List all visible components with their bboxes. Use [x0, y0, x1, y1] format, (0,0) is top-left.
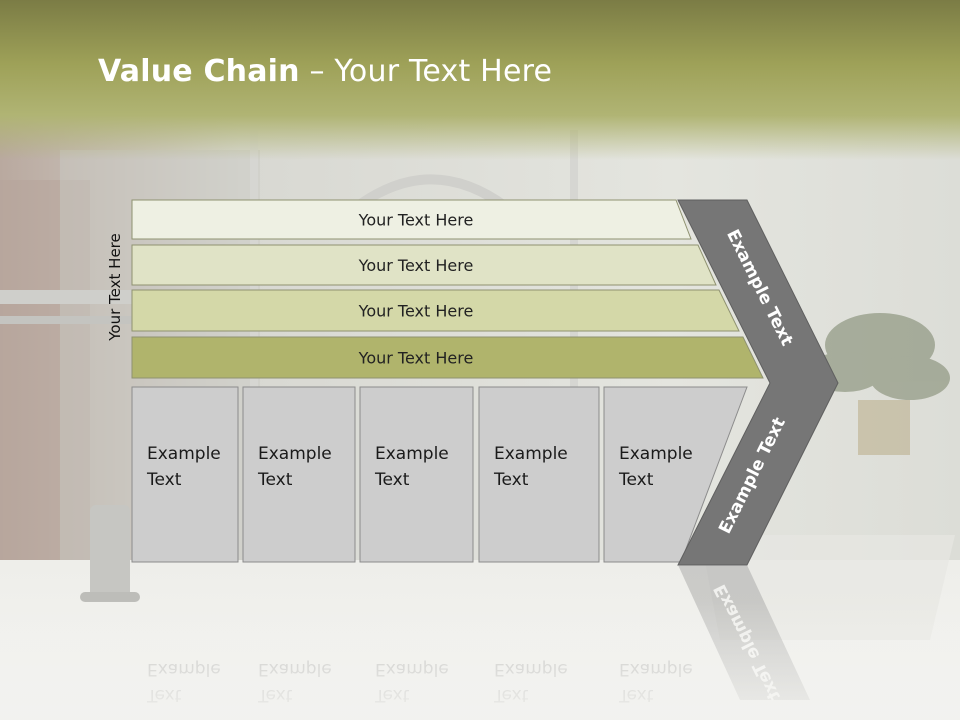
primary-box-line1: Example: [494, 444, 568, 464]
primary-box-line2: Text: [618, 470, 654, 490]
primary-box-line2: Text: [493, 470, 529, 490]
primary-box-line1: Example: [147, 444, 221, 464]
primary-box-line1: Example: [258, 444, 332, 464]
primary-box-line2: Text: [146, 470, 182, 490]
primary-box-line1: Example: [375, 444, 449, 464]
primary-box-line2: Text: [374, 470, 410, 490]
primary-box-shape: [131, 386, 239, 563]
reflection-fade: [0, 600, 960, 720]
support-bar-label: Your Text Here: [358, 302, 474, 321]
primary-box-shape: [242, 386, 356, 563]
primary-box-shape: [478, 386, 600, 563]
title-bold: Value Chain: [98, 54, 300, 89]
support-bar-shape: [131, 199, 692, 240]
support-bar-shape: [131, 336, 764, 379]
chevron-shape: [677, 199, 839, 566]
title-rest: – Your Text Here: [299, 54, 553, 89]
primary-box-line2: Text: [257, 470, 293, 490]
support-bar-shape: [131, 289, 740, 332]
support-bar-label: Your Text Here: [358, 211, 474, 230]
support-bar[interactable]: Your Text Here: [131, 336, 764, 379]
support-bar-label: Your Text Here: [358, 349, 474, 368]
support-bar[interactable]: Your Text Here: [131, 199, 692, 240]
support-bar-shape: [131, 244, 717, 286]
primary-box-line1: Example: [619, 444, 693, 464]
slide-title: Value Chain – Your Text Here: [98, 54, 552, 89]
primary-box-shape: [359, 386, 474, 563]
support-bar-label: Your Text Here: [358, 256, 474, 275]
support-bar[interactable]: Your Text Here: [131, 244, 717, 286]
support-bar[interactable]: Your Text Here: [131, 289, 740, 332]
title-band: [0, 0, 960, 160]
